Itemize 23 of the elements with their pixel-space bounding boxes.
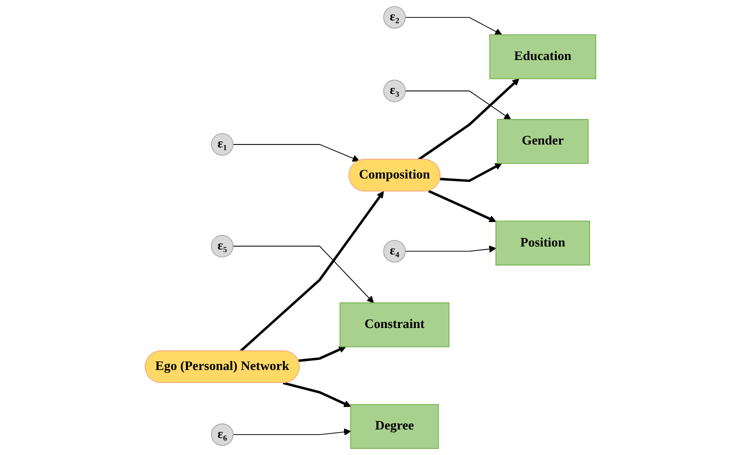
arrow <box>232 144 360 162</box>
arrow <box>240 191 384 352</box>
arrow <box>282 382 351 408</box>
arrow <box>298 346 346 362</box>
arrow <box>232 428 351 436</box>
arrow <box>404 90 512 120</box>
arrow <box>404 16 502 36</box>
node-circle: ε₁ <box>210 133 234 156</box>
node-circle: ε₅ <box>210 234 234 258</box>
node-box: Position <box>495 220 590 266</box>
node-box: Education <box>489 34 596 80</box>
arrow <box>404 245 496 253</box>
arrow <box>418 78 520 161</box>
node-circle: ε₆ <box>210 423 234 446</box>
node-circle: ε₃ <box>383 80 406 102</box>
node-box: Constraint <box>340 302 450 348</box>
node-box: Gender <box>496 119 589 164</box>
arrow <box>428 190 496 222</box>
node-circle: ε₂ <box>383 6 406 29</box>
arrow <box>232 246 374 304</box>
node-circle: ε₄ <box>383 240 406 262</box>
node-box: Degree <box>350 404 439 449</box>
arrow <box>440 163 502 182</box>
